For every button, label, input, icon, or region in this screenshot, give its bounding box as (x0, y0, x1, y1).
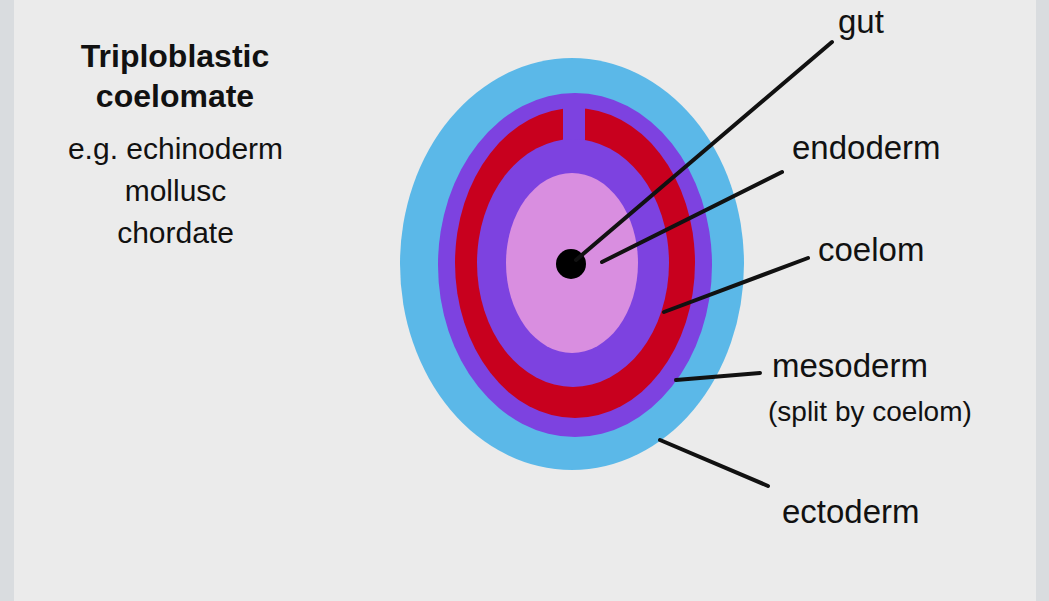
part-label: mesoderm (772, 346, 928, 386)
endoderm-layer (506, 173, 638, 353)
ectoderm-layer (400, 58, 744, 470)
leader-line (664, 258, 808, 312)
part-note: (split by coelom) (768, 395, 972, 429)
coelom-cavity (455, 108, 695, 418)
leader-line (602, 172, 782, 262)
part-label: ectoderm (782, 492, 920, 532)
part-label: coelom (818, 230, 924, 270)
edge-strip (0, 0, 14, 601)
diagram-title: Triploblastic coelomate (50, 36, 300, 116)
part-label: gut (838, 2, 884, 42)
part-label: endoderm (792, 128, 941, 168)
edge-strip (1036, 0, 1049, 601)
mesoderm-inner-layer (477, 139, 669, 387)
example-list: e.g. echinoderm mollusc chordate (65, 128, 286, 254)
leader-line (676, 373, 760, 380)
mesoderm-outer-layer (438, 93, 712, 437)
leader-line (660, 440, 768, 486)
